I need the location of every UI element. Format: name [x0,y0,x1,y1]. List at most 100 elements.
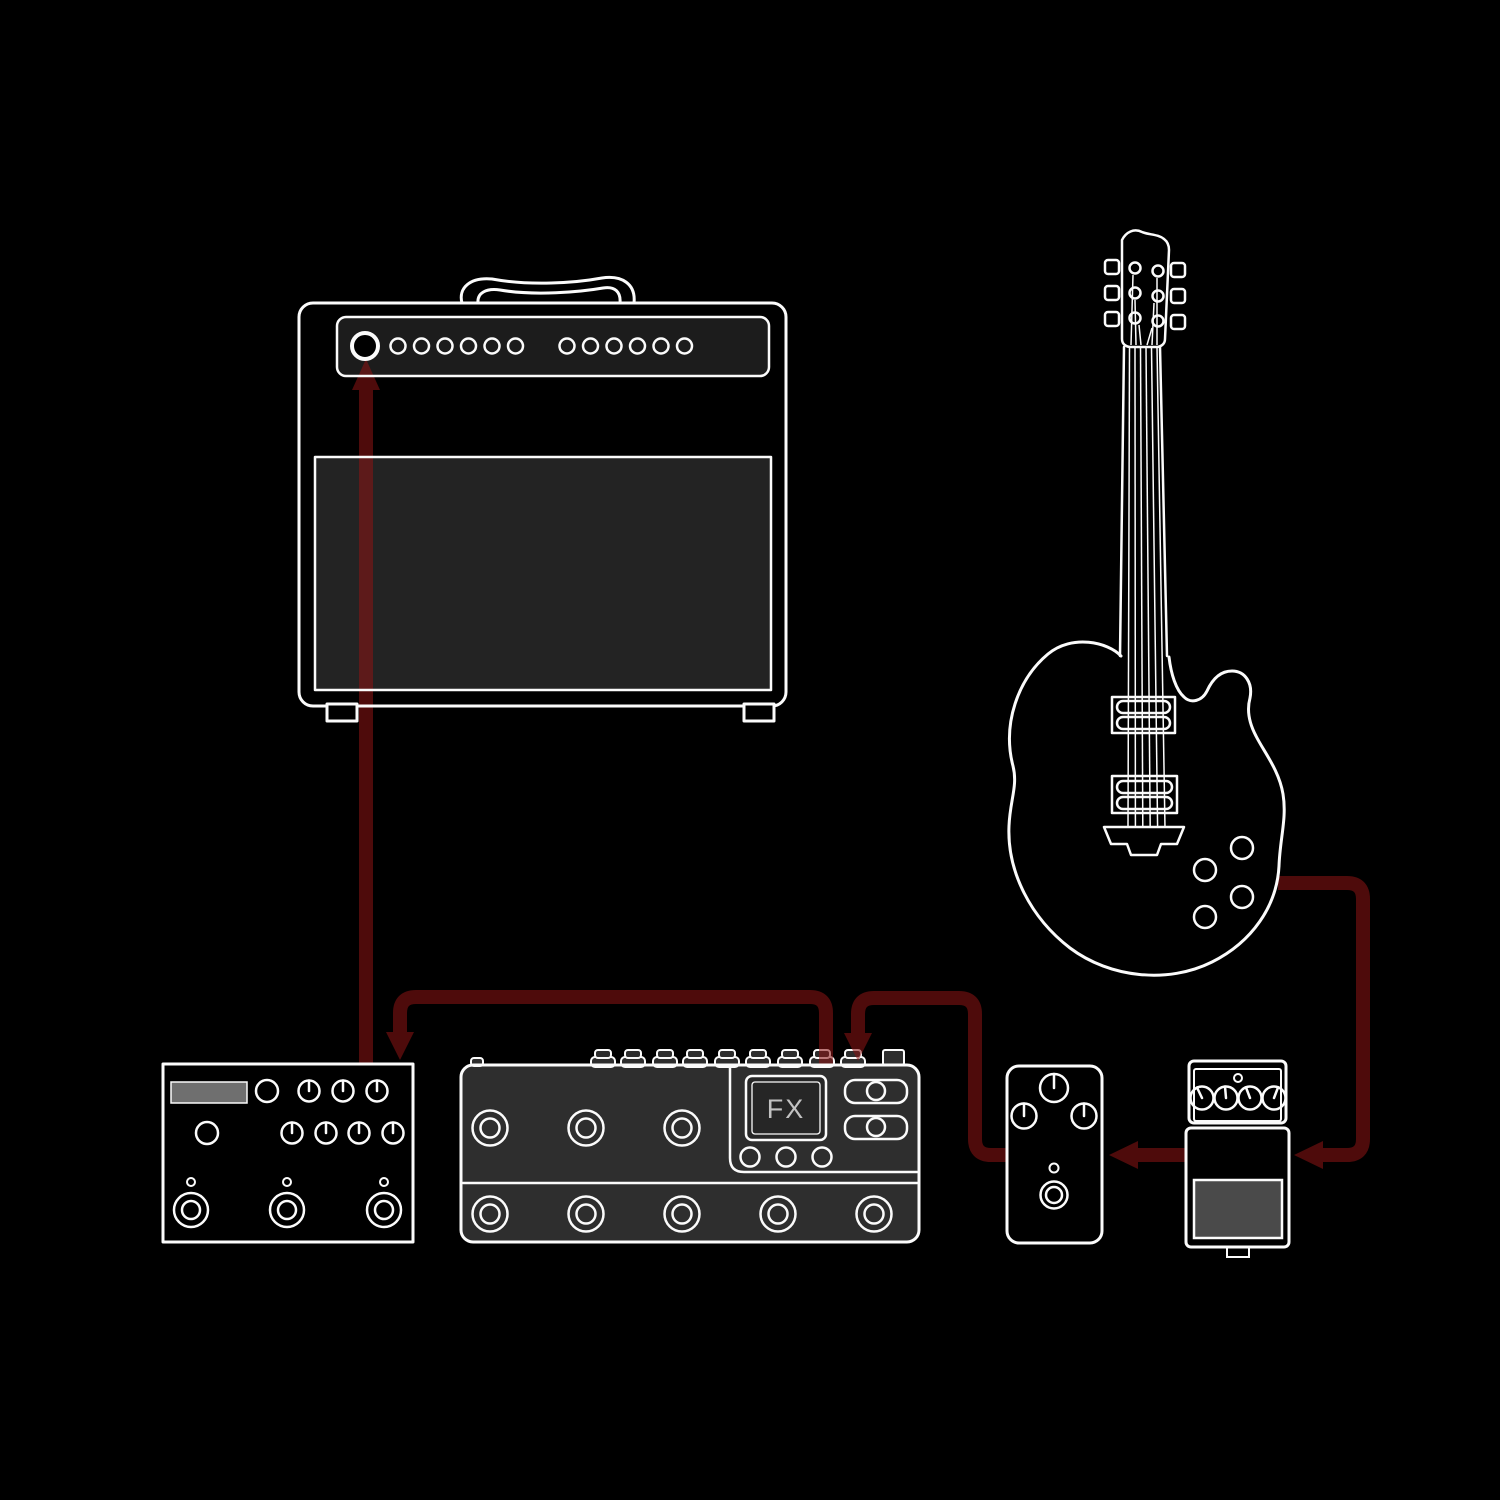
footswitch-cap [671,1203,693,1225]
string [1139,346,1144,829]
button [775,1146,797,1168]
multieffect-leds [186,1177,389,1187]
amp-handle [459,275,636,305]
tuner-key [1103,258,1121,276]
pickup-coil [1115,795,1174,811]
string [1130,274,1134,346]
guitar-neck-edge-right [1158,345,1169,658]
footswitch-cap [1044,1185,1064,1205]
fx-top-knob-cap [656,1049,674,1059]
tuner-key [1169,287,1187,305]
guitar-knob [1229,884,1255,910]
scroll-wheel [865,1116,887,1138]
scroll-wheel [865,1080,887,1102]
fx-top-knob-cap [686,1049,704,1059]
pickup-coil [1115,779,1174,795]
knob [194,1120,220,1146]
knob-pointer [1223,1085,1228,1100]
amp-input-jack [350,331,380,361]
footswitch-cap [767,1203,789,1225]
stompbox-panel-inner [1193,1068,1282,1122]
led [1048,1162,1060,1174]
electric-guitar [1007,229,1286,977]
footswitch [663,1109,701,1147]
overdrive-body [1005,1064,1104,1245]
floorboard-section-divider [728,1064,919,1174]
guitar-knob [1229,835,1255,861]
fx-floorboard: FX [459,1063,921,1244]
knob-pointer [1244,1086,1252,1100]
guitar-amp [297,275,788,723]
guitar-headstock [1120,229,1171,349]
fx-top-knob-cap [594,1049,612,1059]
tuner-post [1151,264,1165,278]
arrowhead-into-multieffect [386,1032,414,1060]
stompbox-top-panel [1187,1059,1288,1125]
arrowhead-into-amp-input [352,359,380,390]
overdrive-knobs [1010,1072,1098,1130]
amp-knob [581,337,600,355]
compact-stompbox [1184,1059,1291,1258]
fx-buttons [739,1146,833,1168]
fx-top-knob-cap [718,1049,736,1059]
multieffect-footswitches [172,1191,403,1229]
fx-display-inner [751,1081,821,1135]
amp-grille-fill [315,457,771,690]
amp-knob [483,337,501,355]
footswitch-cap [671,1117,693,1139]
amp-panel-fill [337,317,769,376]
tuner-key [1103,310,1121,328]
knob-pointer [1272,1086,1280,1100]
button [739,1146,761,1168]
scroll-wheel-slot [843,1078,909,1105]
knob [1261,1085,1287,1111]
footswitch [759,1195,797,1233]
string [1145,346,1151,829]
string [1150,346,1159,829]
bridge-pickup [1110,774,1179,815]
amp-knobs [389,337,694,355]
tuner-key [1169,313,1187,331]
fx-display: FX [744,1074,828,1142]
string [1156,346,1166,829]
knob [254,1078,280,1104]
guitar-strings [1127,346,1166,829]
footswitch [172,1191,210,1229]
knob-pointer [1195,1086,1204,1100]
amp-knob [558,337,576,355]
footswitch-cap [479,1203,501,1225]
string [1127,346,1131,829]
footswitch [471,1195,509,1233]
string [1151,302,1155,346]
amp-foot-right [742,702,776,723]
footswitch-cap [373,1199,395,1221]
led [1233,1073,1243,1083]
fx-top-knob-cap [749,1049,767,1059]
footswitch-cap [180,1199,202,1221]
cable-floorboard-to-multieffect [393,990,833,1066]
pickup-frame [1110,695,1177,735]
amp-knob [605,337,623,355]
footswitch [471,1109,509,1147]
string [1146,327,1153,346]
multieffect-knobs [194,1078,405,1146]
footswitch [663,1195,701,1233]
scroll-wheel-slot [843,1114,909,1141]
multieffect-display [170,1081,248,1104]
fx-power-switch [882,1049,905,1066]
arrowhead-into-overdrive [1109,1141,1138,1169]
guitar-control-knobs [1192,835,1255,930]
pickup-coil [1115,715,1172,731]
stompbox-knobs [1189,1085,1287,1111]
footswitch [1039,1180,1069,1210]
footswitch [567,1109,605,1147]
button [811,1146,833,1168]
guitar-knob [1192,857,1218,883]
fx-display-label: FX [767,1094,806,1124]
tuner-key [1103,284,1121,302]
arrowhead-into-floorboard [844,1033,872,1061]
stompbox-thumbscrew [1226,1246,1250,1258]
amp-knob [436,337,454,355]
footswitch [365,1191,403,1229]
